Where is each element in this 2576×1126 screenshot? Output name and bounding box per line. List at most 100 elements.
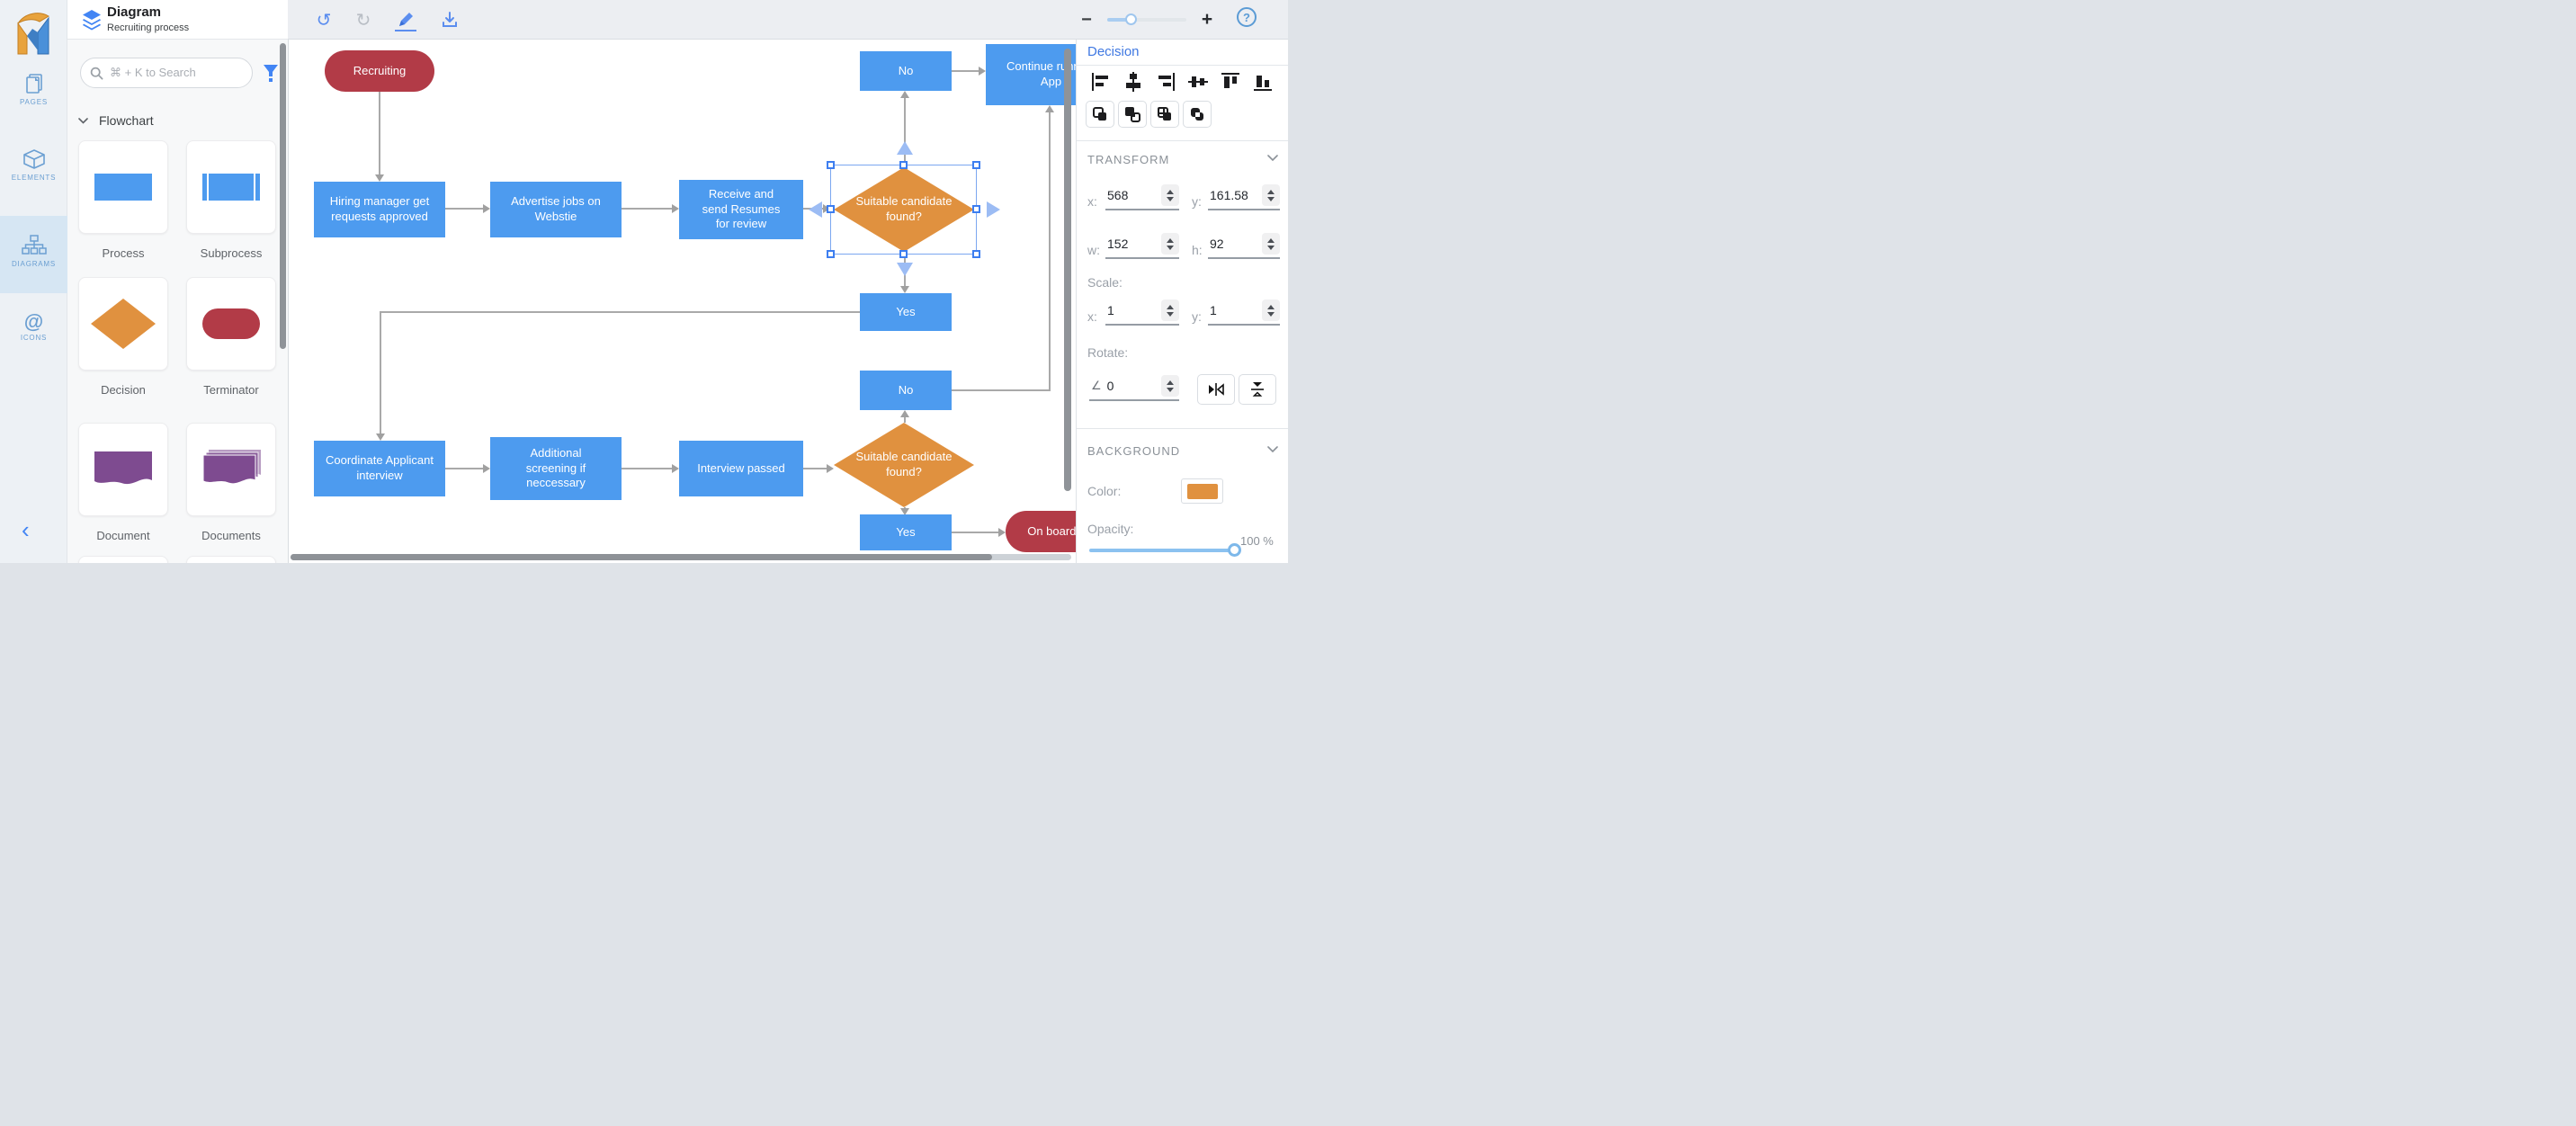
canvas-vertical-scrollbar[interactable]	[1064, 49, 1071, 491]
shape-card-documents[interactable]	[186, 423, 276, 516]
shape-card-decision[interactable]	[78, 277, 168, 371]
background-color-swatch[interactable]	[1181, 478, 1223, 504]
sidebar-item-pages[interactable]: PAGES	[0, 72, 67, 106]
flow-node-additional[interactable]: Additional screening if neccessary	[490, 437, 622, 500]
flow-node-advertise[interactable]: Advertise jobs on Webstie	[490, 182, 622, 237]
export-button[interactable]	[437, 7, 462, 32]
selection-handle-w[interactable]	[827, 205, 835, 213]
boolean-exclude-button[interactable]	[1183, 101, 1212, 128]
w-input[interactable]: 152	[1105, 232, 1179, 259]
shape-card-process[interactable]	[78, 140, 168, 234]
redo-button[interactable]: ↻	[351, 7, 376, 32]
flowchart-section-header[interactable]: Flowchart	[78, 113, 154, 128]
flow-node-interview[interactable]: Interview passed	[679, 441, 803, 496]
scale-x-input[interactable]: 1	[1105, 299, 1179, 326]
collapse-sidebar-icon[interactable]: ‹	[22, 516, 30, 543]
rotate-stepper[interactable]	[1161, 375, 1179, 397]
flow-node-decision-bottom[interactable]: Suitable candidate found?	[834, 423, 974, 507]
flow-node-hiring[interactable]: Hiring manager get requests approved	[314, 182, 445, 237]
sidebar-item-diagrams[interactable]: DIAGRAMS	[0, 216, 67, 293]
x-stepper[interactable]	[1161, 184, 1179, 206]
selection-handle-ne[interactable]	[972, 161, 980, 169]
connector-yes-coordinate-h[interactable]	[380, 311, 860, 313]
align-top-icon[interactable]	[1221, 72, 1240, 92]
boolean-union-button[interactable]	[1086, 101, 1114, 128]
connector-coordinate-additional[interactable]	[445, 468, 483, 469]
zoom-in-button[interactable]: +	[1194, 7, 1220, 32]
flow-node-no-top[interactable]: No	[860, 51, 952, 91]
quick-connect-up-icon[interactable]	[897, 141, 913, 155]
sidebar-item-elements[interactable]: ELEMENTS	[0, 147, 67, 182]
selection-bounding-box[interactable]	[830, 165, 977, 255]
quick-connect-down-icon[interactable]	[897, 263, 913, 276]
flip-horizontal-button[interactable]	[1197, 374, 1235, 405]
moqups-logo-icon[interactable]	[13, 9, 56, 58]
flow-node-coordinate[interactable]: Coordinate Applicant interview	[314, 441, 445, 496]
flow-node-yes-top[interactable]: Yes	[860, 293, 952, 331]
shape-card-terminator[interactable]	[186, 277, 276, 371]
shape-card-document[interactable]	[78, 423, 168, 516]
flip-vertical-button[interactable]	[1239, 374, 1276, 405]
selection-handle-e[interactable]	[972, 205, 980, 213]
boolean-subtract-button[interactable]	[1118, 101, 1147, 128]
chevron-down-icon[interactable]	[1267, 446, 1278, 453]
scale-x-stepper[interactable]	[1161, 299, 1179, 321]
connector-additional-interview[interactable]	[622, 468, 672, 469]
undo-button[interactable]: ↺	[311, 7, 336, 32]
opacity-slider[interactable]	[1089, 543, 1241, 557]
connector-yes2-onboarding[interactable]	[952, 532, 998, 533]
search-input[interactable]: ⌘ + K to Search	[80, 58, 253, 88]
selection-handle-n[interactable]	[899, 161, 908, 169]
flow-node-yes-bottom[interactable]: Yes	[860, 514, 952, 550]
flow-node-receive[interactable]: Receive and send Resumes for review	[679, 180, 803, 239]
connector-decision-no[interactable]	[904, 98, 906, 165]
w-stepper[interactable]	[1161, 233, 1179, 255]
zoom-out-button[interactable]: −	[1074, 7, 1099, 32]
canvas-horizontal-scrollbar[interactable]	[291, 554, 992, 560]
rotate-input[interactable]: ∠ 0	[1089, 374, 1179, 401]
scale-y-stepper[interactable]	[1262, 299, 1280, 321]
zoom-slider-handle[interactable]	[1125, 13, 1137, 25]
panel-scrollbar[interactable]	[280, 43, 286, 349]
connector-decision2-no2[interactable]	[904, 417, 906, 423]
y-stepper[interactable]	[1262, 184, 1280, 206]
diagram-canvas[interactable]: Recruiting No Continue running App Hirin…	[288, 40, 1116, 563]
boolean-intersect-button[interactable]	[1150, 101, 1179, 128]
sidebar-item-icons[interactable]: @ ICONS	[0, 312, 67, 343]
shape-card-partial[interactable]	[186, 556, 276, 563]
connector-no-continue[interactable]	[952, 70, 979, 72]
align-right-icon[interactable]	[1156, 72, 1176, 92]
chevron-down-icon[interactable]	[1267, 155, 1278, 162]
align-center-horizontal-icon[interactable]	[1188, 72, 1208, 92]
selection-handle-sw[interactable]	[827, 250, 835, 258]
align-center-vertical-icon[interactable]	[1123, 72, 1143, 92]
connector-interview-decision2[interactable]	[803, 468, 827, 469]
selection-handle-se[interactable]	[972, 250, 980, 258]
draw-tool-button[interactable]	[393, 7, 418, 32]
opacity-slider-handle[interactable]	[1228, 543, 1241, 557]
shape-card-partial[interactable]	[78, 556, 168, 563]
quick-connect-right-icon[interactable]	[987, 201, 1000, 218]
align-left-icon[interactable]	[1091, 72, 1111, 92]
flow-node-no-bottom[interactable]: No	[860, 371, 952, 410]
filter-funnel-icon[interactable]	[262, 63, 280, 83]
selection-handle-s[interactable]	[899, 250, 908, 258]
h-stepper[interactable]	[1262, 233, 1280, 255]
connector-hiring-advertise[interactable]	[445, 208, 483, 210]
quick-connect-left-icon[interactable]	[809, 201, 822, 218]
h-input[interactable]: 92	[1208, 232, 1280, 259]
connector-no2-continue-v[interactable]	[1049, 112, 1051, 391]
align-bottom-icon[interactable]	[1253, 72, 1273, 92]
connector-yes-coordinate-v[interactable]	[380, 311, 381, 433]
help-button[interactable]: ?	[1237, 7, 1257, 27]
flow-node-recruiting[interactable]: Recruiting	[325, 50, 434, 92]
scale-y-input[interactable]: 1	[1208, 299, 1280, 326]
connector-no2-continue-h[interactable]	[952, 389, 1051, 391]
shape-card-subprocess[interactable]	[186, 140, 276, 234]
connector-recruiting-hiring[interactable]	[379, 92, 380, 174]
connector-advertise-receive[interactable]	[622, 208, 672, 210]
zoom-slider[interactable]	[1107, 13, 1186, 25]
flow-node-decision-top[interactable]: Suitable candidate found?	[834, 167, 974, 252]
y-input[interactable]: 161.58	[1208, 183, 1280, 210]
x-input[interactable]: 568	[1105, 183, 1179, 210]
